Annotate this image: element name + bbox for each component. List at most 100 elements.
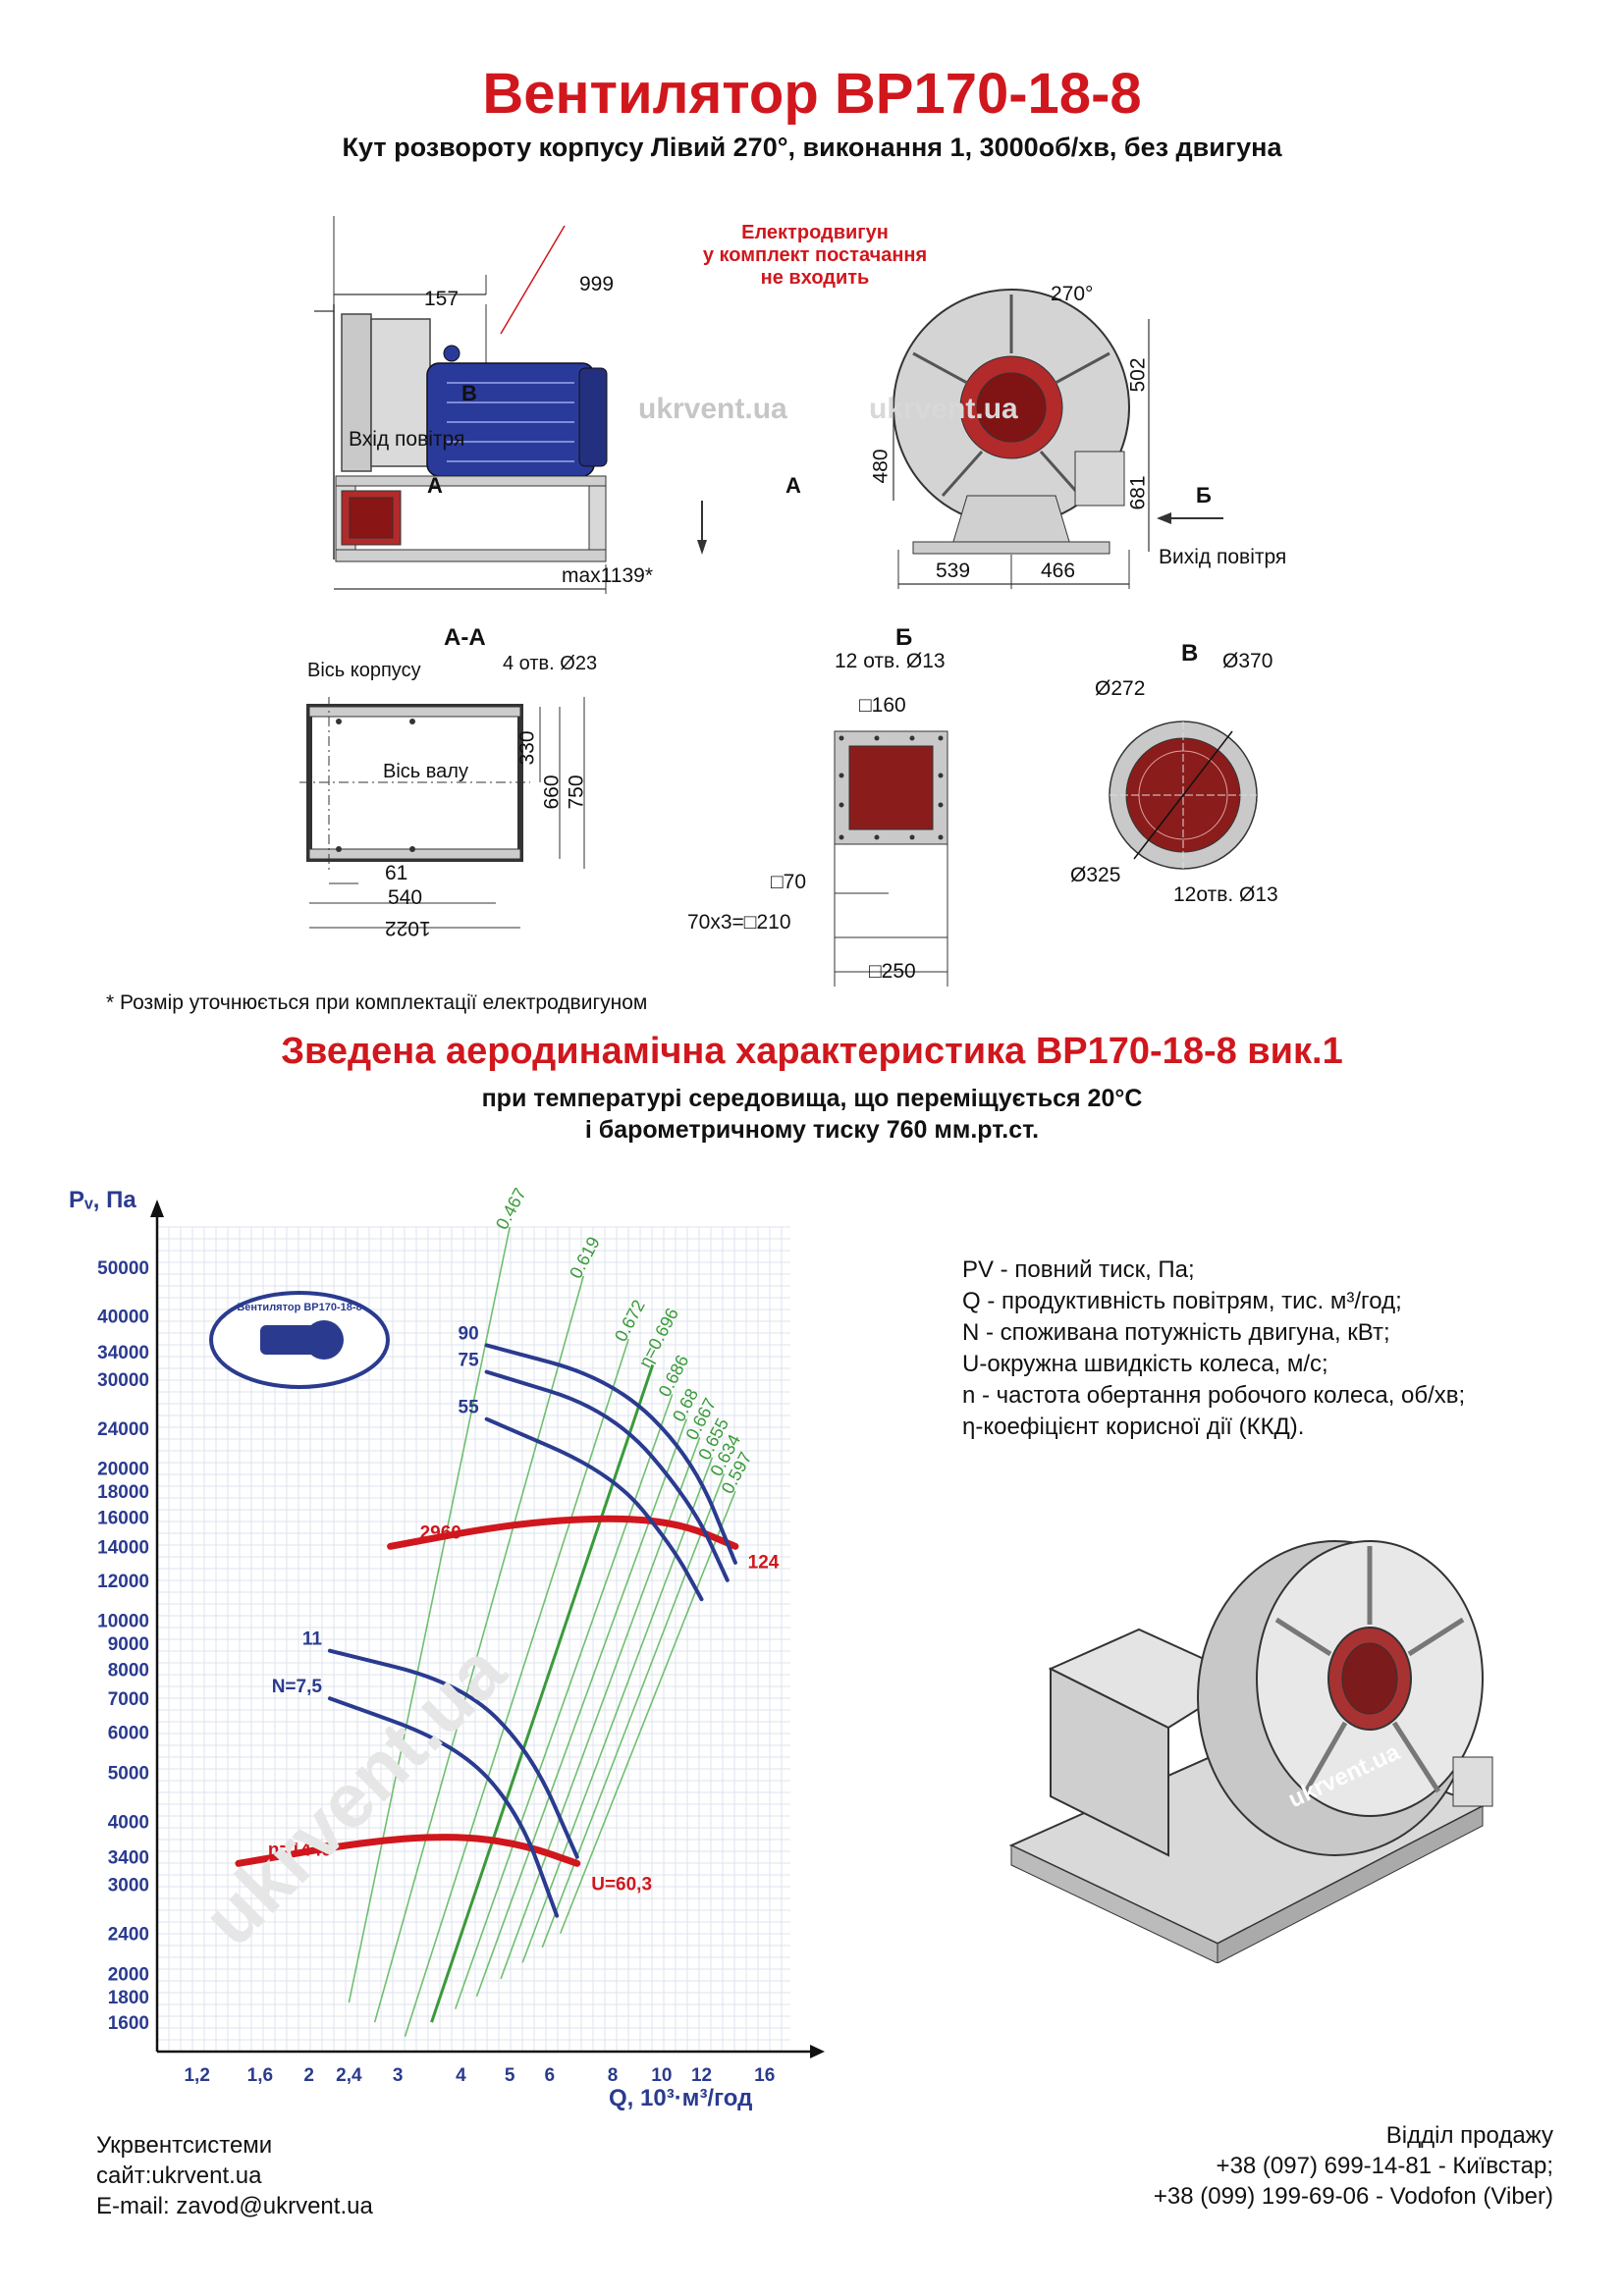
x-axis-label: Q, 10³·м³/год: [609, 2085, 752, 2111]
dim-750: 750: [565, 774, 588, 810]
watermark: ukrvent.ua: [187, 1627, 522, 1962]
chart-heading: Зведена аеродинамічна характеристика ВР1…: [281, 1031, 1343, 1072]
y-tick-label: 40000: [97, 1308, 149, 1328]
curve-label: 75: [459, 1351, 480, 1371]
section-aa-drawing: [299, 697, 585, 929]
y-tick-label: 9000: [108, 1634, 149, 1655]
dim-61: 61: [385, 862, 408, 884]
x-tick-label: 12: [691, 2065, 712, 2086]
y-ticks: 5000040000340003000024000200001800016000…: [97, 1258, 149, 2034]
legend-item: n - частота обертання робочого колеса, о…: [962, 1382, 1466, 1409]
curve-11: [327, 1648, 579, 1859]
x-tick-label: 2,4: [336, 2065, 362, 2086]
motor-note-line: Електродвигун: [741, 222, 889, 243]
x-tick-label: 8: [608, 2065, 619, 2086]
logo-text: Вентилятор ВР170-18-8: [237, 1302, 361, 1313]
y-tick-label: 5000: [108, 1763, 149, 1784]
curve-label: 90: [459, 1323, 479, 1344]
view-v-holes: 12отв. Ø13: [1173, 883, 1278, 906]
curve-75: [484, 1369, 730, 1582]
side-view-drawing: [314, 216, 707, 594]
x-tick-label: 4: [456, 2065, 466, 2086]
dim-681: 681: [1126, 475, 1150, 510]
curve-n1440: [235, 1834, 581, 1867]
phone-kyivstar[interactable]: +38 (097) 699-14-81 - Київстар;: [1216, 2153, 1553, 2179]
legend-item: U-окружна швидкість колеса, м/с;: [962, 1351, 1328, 1377]
efficiency-line: [454, 1394, 674, 2009]
curve-55: [484, 1416, 704, 1602]
y-tick-label: 2400: [108, 1925, 149, 1946]
view-v-drawing: [1109, 721, 1258, 870]
y-tick-label: 1600: [108, 2013, 149, 2034]
u-low-label: U=60,3: [591, 1875, 652, 1896]
view-v-title: В: [1181, 640, 1199, 667]
y-tick-label: 6000: [108, 1724, 149, 1744]
footnote: * Розмір уточнюється при комплектації ел…: [106, 991, 648, 1014]
efficiency-line: [500, 1437, 701, 1980]
view-v-370: Ø370: [1222, 650, 1273, 672]
x-tick-label: 16: [754, 2065, 775, 2086]
air-outlet-label: Вихід повітря: [1159, 546, 1287, 568]
arrow-icon: [1157, 512, 1223, 524]
section-aa-title: А-А: [444, 624, 486, 651]
company-email[interactable]: E-mail: zavod@ukrvent.ua: [96, 2193, 373, 2219]
dim-330: 330: [515, 730, 539, 766]
chart-legend: PV - повний тиск, Па; Q - продуктивність…: [962, 1255, 1465, 1443]
y-axis-arrow-icon: [150, 1200, 164, 1217]
y-tick-label: 24000: [97, 1419, 149, 1440]
y-tick-label: 34000: [97, 1343, 149, 1363]
y-tick-label: 3000: [108, 1876, 149, 1896]
view-b-holes: 12 отв. Ø13: [835, 650, 946, 672]
y-tick-label: 14000: [97, 1537, 149, 1558]
efficiency-line: [348, 1226, 511, 2003]
logo: Вентилятор ВР170-18-8: [209, 1291, 390, 1389]
legend-item: Q - продуктивність повітрям, тис. м³/год…: [962, 1288, 1402, 1314]
chart-conditions-1: при температурі середовища, що переміщує…: [481, 1085, 1143, 1112]
y-tick-label: 30000: [97, 1370, 149, 1391]
view-b-250: □250: [869, 960, 916, 983]
y-tick-label: 12000: [97, 1572, 149, 1592]
watermark: ukrvent.ua: [869, 393, 1018, 425]
y-tick-label: 7000: [108, 1689, 149, 1710]
efficiency-lines: 0.4670.6190.672η=0.6960.6860.680.6670.65…: [348, 1188, 756, 2037]
u-high-label: 124: [748, 1552, 780, 1573]
view-v-325: Ø325: [1070, 864, 1121, 886]
aero-chart: 0.4670.6190.672η=0.6960.6860.680.6670.65…: [69, 1188, 825, 2111]
efficiency-line: [521, 1457, 714, 1963]
efficiency-line: [404, 1338, 629, 2037]
curve-label: 2960: [420, 1522, 461, 1543]
curve-label: n=1440: [268, 1840, 332, 1860]
fan-3d-illustration: ukrvent.ua: [1008, 1540, 1493, 1963]
curve-label: N=7,5: [272, 1677, 323, 1697]
front-view-drawing: [893, 289, 1150, 589]
curve-n75: [327, 1696, 560, 1918]
page-title: Вентилятор ВР170-18-8: [482, 62, 1142, 126]
curve-2960: [387, 1515, 739, 1550]
dim-1022: 1022: [385, 917, 431, 939]
angle-270: 270°: [1051, 283, 1094, 305]
label-b: Б: [1196, 483, 1212, 507]
x-axis-arrow-icon: [810, 2045, 825, 2058]
view-b-160: □160: [859, 694, 906, 717]
x-tick-label: 1,6: [247, 2065, 273, 2086]
curve-label: 55: [459, 1398, 480, 1418]
y-tick-label: 18000: [97, 1482, 149, 1503]
y-tick-label: 50000: [97, 1258, 149, 1279]
axis-body-label: Вісь корпусу: [307, 660, 421, 681]
dim-660: 660: [540, 774, 564, 810]
section-a-right: А: [785, 473, 801, 498]
legend-item: η-коефіцієнт корисної дії (ККД).: [962, 1414, 1305, 1440]
dim-539: 539: [936, 560, 971, 582]
motor-note: Електродвигун у комплект постачання не в…: [687, 222, 943, 290]
y-tick-label: 16000: [97, 1508, 149, 1528]
efficiency-label: 0.467: [492, 1188, 530, 1233]
view-b-70: □70: [771, 871, 807, 893]
x-tick-label: 6: [545, 2065, 556, 2086]
phone-vodafone[interactable]: +38 (099) 199-69-06 - Vodofon (Viber): [1153, 2183, 1553, 2210]
efficiency-line: [541, 1472, 726, 1949]
efficiency-line: [475, 1418, 687, 1998]
legend-item: N - споживана потужність двигуна, кВт;: [962, 1319, 1390, 1346]
company-site[interactable]: сайт:ukrvent.ua: [96, 2163, 262, 2189]
chart-grid: [156, 1226, 790, 2053]
